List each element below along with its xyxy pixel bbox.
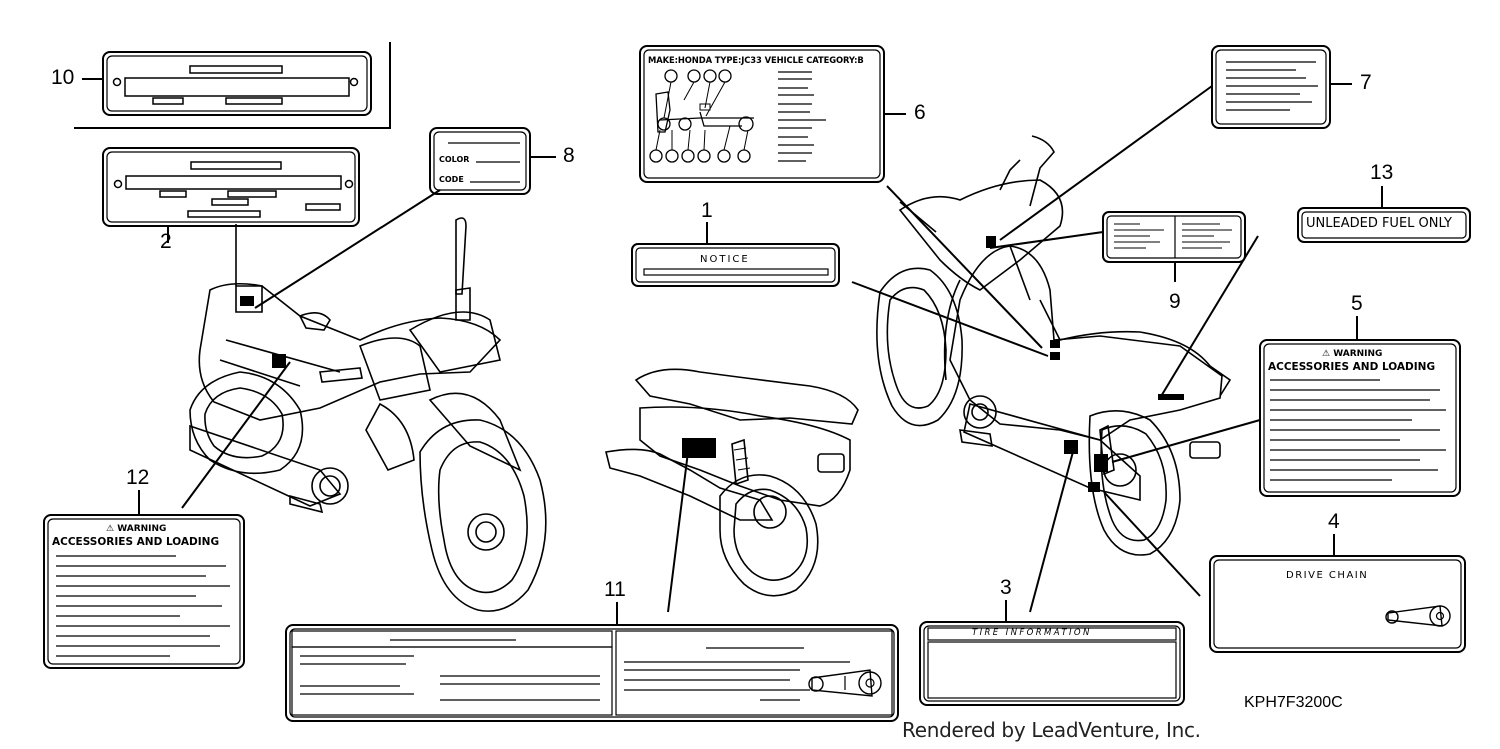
- label-1-notice: NOTICE: [700, 254, 750, 265]
- label-6-make-line: MAKE:HONDA TYPE:JC33 VEHICLE CATEGORY:B: [648, 55, 864, 65]
- label-8[interactable]: [254, 127, 556, 309]
- callout-11: 11: [604, 578, 626, 601]
- callout-13: 13: [1370, 161, 1394, 184]
- label-12-warning: ⚠ WARNING: [106, 524, 167, 534]
- label-8-code: CODE: [439, 175, 464, 184]
- callout-6: 6: [914, 101, 926, 124]
- label-3[interactable]: [919, 447, 1185, 706]
- callout-9: 9: [1169, 290, 1181, 313]
- label-3-tire: TIRE INFORMATION: [972, 628, 1092, 638]
- label-8-color: COLOR: [439, 155, 470, 164]
- label-4[interactable]: [1103, 491, 1466, 653]
- part-code: KPH7F3200C: [1244, 694, 1343, 711]
- label-5-accessories: ACCESSORIES AND LOADING: [1268, 361, 1436, 373]
- label-2[interactable]: [102, 147, 360, 243]
- callout-2: 2: [160, 230, 172, 253]
- callout-12: 12: [126, 466, 150, 489]
- callout-7: 7: [1360, 71, 1372, 94]
- callout-1: 1: [701, 199, 713, 222]
- credit-text: Rendered by LeadVenture, Inc.: [902, 718, 1201, 742]
- label-4-drive-chain: DRIVE CHAIN: [1286, 570, 1369, 581]
- label-10[interactable]: [74, 42, 391, 129]
- callout-4: 4: [1328, 510, 1340, 533]
- label-5-warning: ⚠ WARNING: [1322, 349, 1383, 359]
- motorcycle-rear-detail-illustration: [605, 368, 859, 597]
- label-5[interactable]: [1111, 316, 1461, 497]
- callout-10: 10: [51, 66, 75, 89]
- label-11[interactable]: [285, 451, 899, 722]
- label-7[interactable]: [999, 45, 1352, 241]
- label-9[interactable]: [989, 211, 1246, 282]
- label-6[interactable]: [639, 45, 1043, 349]
- motorcycle-left-illustration: [189, 217, 547, 612]
- callout-8: 8: [563, 144, 575, 167]
- label-12[interactable]: [43, 361, 291, 669]
- callout-5: 5: [1351, 292, 1363, 315]
- callout-3: 3: [1000, 576, 1012, 599]
- motorcycle-right-illustration: [876, 135, 1232, 556]
- label-13-unleaded: UNLEADED FUEL ONLY: [1306, 216, 1452, 231]
- label-13[interactable]: [1159, 186, 1471, 399]
- label-1[interactable]: [631, 222, 1049, 357]
- label-12-accessories: ACCESSORIES AND LOADING: [52, 536, 220, 548]
